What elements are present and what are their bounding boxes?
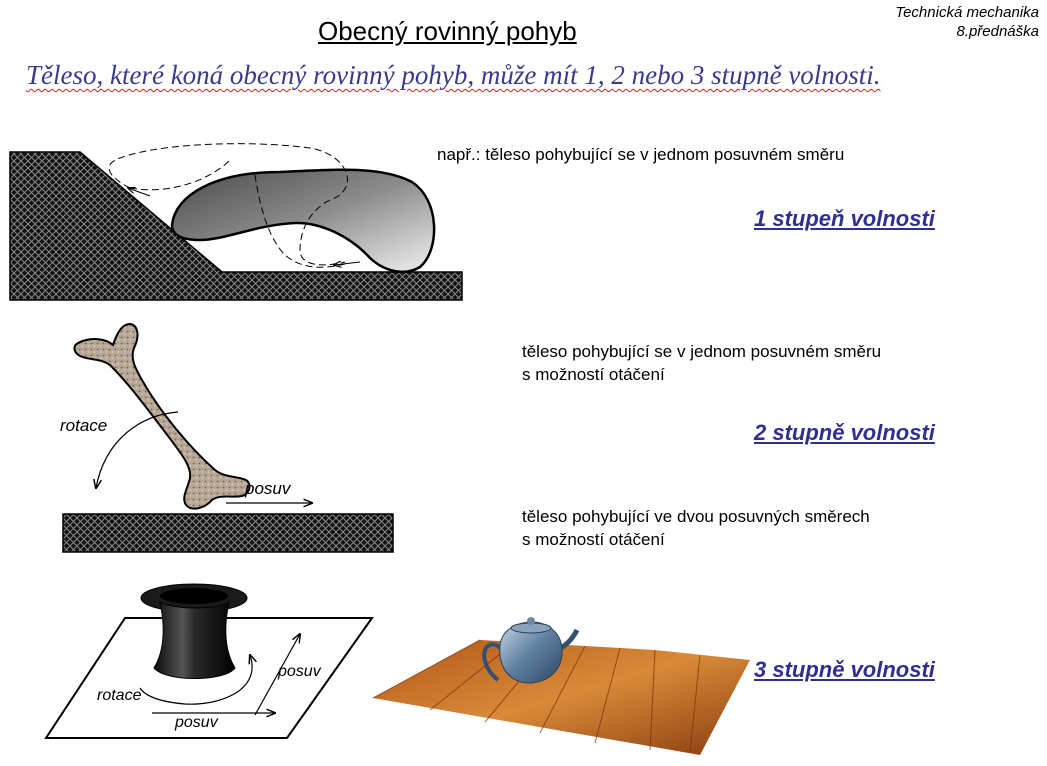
lecture-number: 8.přednáška (956, 23, 1039, 40)
bone-rotation-label: rotace (60, 416, 107, 435)
case-1-line-1: např.: těleso pohybující se v jednom pos… (437, 145, 845, 164)
figure-bone: rotace posuv (60, 322, 394, 553)
case-2-line-2: s možností otáčení (522, 365, 665, 384)
page-title: Obecný rovinný pohyb (318, 16, 577, 46)
hat-translation-label-1: posuv (277, 663, 322, 680)
figure-teapot (372, 617, 750, 755)
case-2-description: těleso pohybující se v jednom posuvném s… (522, 340, 881, 386)
figure-top-hat: rotace posuv posuv (44, 583, 374, 739)
case-2-dof-label: 2 stupně volnosti (754, 420, 935, 445)
case-3-description: těleso pohybující ve dvou posuvných směr… (522, 505, 870, 551)
figure-slope-body (9, 143, 463, 301)
bone-translation-label: posuv (244, 479, 292, 498)
subtitle: Těleso, které koná obecný rovinný pohyb,… (26, 60, 881, 90)
course-header: Technická mechanika 8.přednáška (895, 3, 1039, 41)
case-3-line-2: s možností otáčení (522, 530, 665, 549)
hat-translation-label-2: posuv (174, 714, 219, 731)
case-1-description: např.: těleso pohybující se v jednom pos… (437, 143, 844, 166)
case-1-dof-label: 1 stupeň volnosti (754, 206, 935, 231)
case-3-line-1: těleso pohybující ve dvou posuvných směr… (522, 507, 870, 526)
case-3-dof-label: 3 stupně volnosti (754, 657, 935, 682)
hat-rotation-label: rotace (97, 687, 142, 704)
course-name: Technická mechanika (895, 4, 1039, 21)
case-2-line-1: těleso pohybující se v jednom posuvném s… (522, 342, 882, 361)
